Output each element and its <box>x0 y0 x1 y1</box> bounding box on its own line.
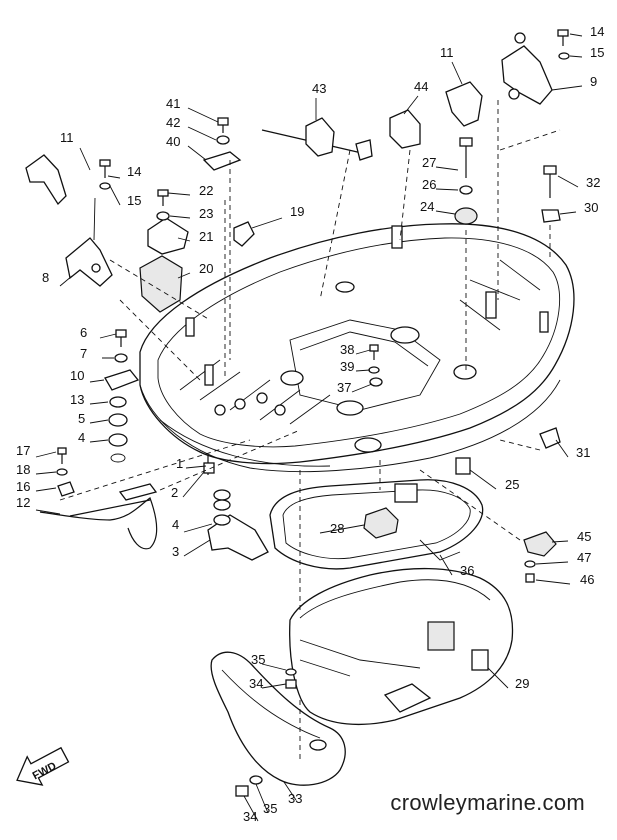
callout-14: 14 <box>127 164 141 179</box>
watermark-text: crowleymarine.com <box>390 790 585 815</box>
callout-35: 35 <box>263 801 277 816</box>
callout-19: 19 <box>290 204 304 219</box>
callout-42: 42 <box>166 115 180 130</box>
callout-4: 4 <box>172 517 179 532</box>
side-cover <box>210 651 432 786</box>
callout-47: 47 <box>577 550 591 565</box>
callout-14: 14 <box>590 24 604 39</box>
callout-36: 36 <box>460 563 474 578</box>
callout-40: 40 <box>166 134 180 149</box>
callout-15: 15 <box>127 193 141 208</box>
callout-13: 13 <box>70 392 84 407</box>
callout-23: 23 <box>199 206 213 221</box>
forward-arrow: FWD <box>16 746 70 786</box>
lower-cover <box>289 567 514 726</box>
leader-lines <box>35 33 583 822</box>
callout-46: 46 <box>580 572 594 587</box>
callout-26: 26 <box>422 177 436 192</box>
callout-9: 9 <box>590 74 597 89</box>
callout-4: 4 <box>78 430 85 445</box>
callout-11: 11 <box>60 130 74 145</box>
callout-3: 3 <box>172 544 179 559</box>
callout-8: 8 <box>42 270 49 285</box>
right-parts <box>235 29 570 797</box>
callout-numbers: 1234456789101111121314141515161718192021… <box>16 24 604 824</box>
callout-29: 29 <box>515 676 529 691</box>
damper-28 <box>363 507 399 539</box>
bottom-cowling <box>139 223 575 473</box>
callout-1: 1 <box>176 456 183 471</box>
callout-16: 16 <box>16 479 30 494</box>
callout-25: 25 <box>505 477 519 492</box>
callout-34: 34 <box>249 676 263 691</box>
callout-24: 24 <box>420 199 434 214</box>
callout-11: 11 <box>440 45 454 60</box>
callout-21: 21 <box>199 229 213 244</box>
callout-38: 38 <box>340 342 354 357</box>
callout-18: 18 <box>16 462 30 477</box>
callout-32: 32 <box>586 175 600 190</box>
callout-45: 45 <box>577 529 591 544</box>
callout-20: 20 <box>199 261 213 276</box>
callout-22: 22 <box>199 183 213 198</box>
callout-28: 28 <box>330 521 344 536</box>
callout-31: 31 <box>576 445 590 460</box>
callout-37: 37 <box>337 380 351 395</box>
callout-6: 6 <box>80 325 87 340</box>
callout-12: 12 <box>16 495 30 510</box>
callout-43: 43 <box>312 81 326 96</box>
callout-5: 5 <box>78 411 85 426</box>
callout-34: 34 <box>243 809 257 824</box>
callout-39: 39 <box>340 359 354 374</box>
callout-2: 2 <box>171 485 178 500</box>
left-parts <box>25 117 269 561</box>
callout-41: 41 <box>166 96 180 111</box>
callout-17: 17 <box>16 443 30 458</box>
callout-27: 27 <box>422 155 436 170</box>
callout-15: 15 <box>590 45 604 60</box>
callout-33: 33 <box>288 791 302 806</box>
callout-30: 30 <box>584 200 598 215</box>
callout-35: 35 <box>251 652 265 667</box>
callout-7: 7 <box>80 346 87 361</box>
callout-10: 10 <box>70 368 84 383</box>
callout-44: 44 <box>414 79 428 94</box>
